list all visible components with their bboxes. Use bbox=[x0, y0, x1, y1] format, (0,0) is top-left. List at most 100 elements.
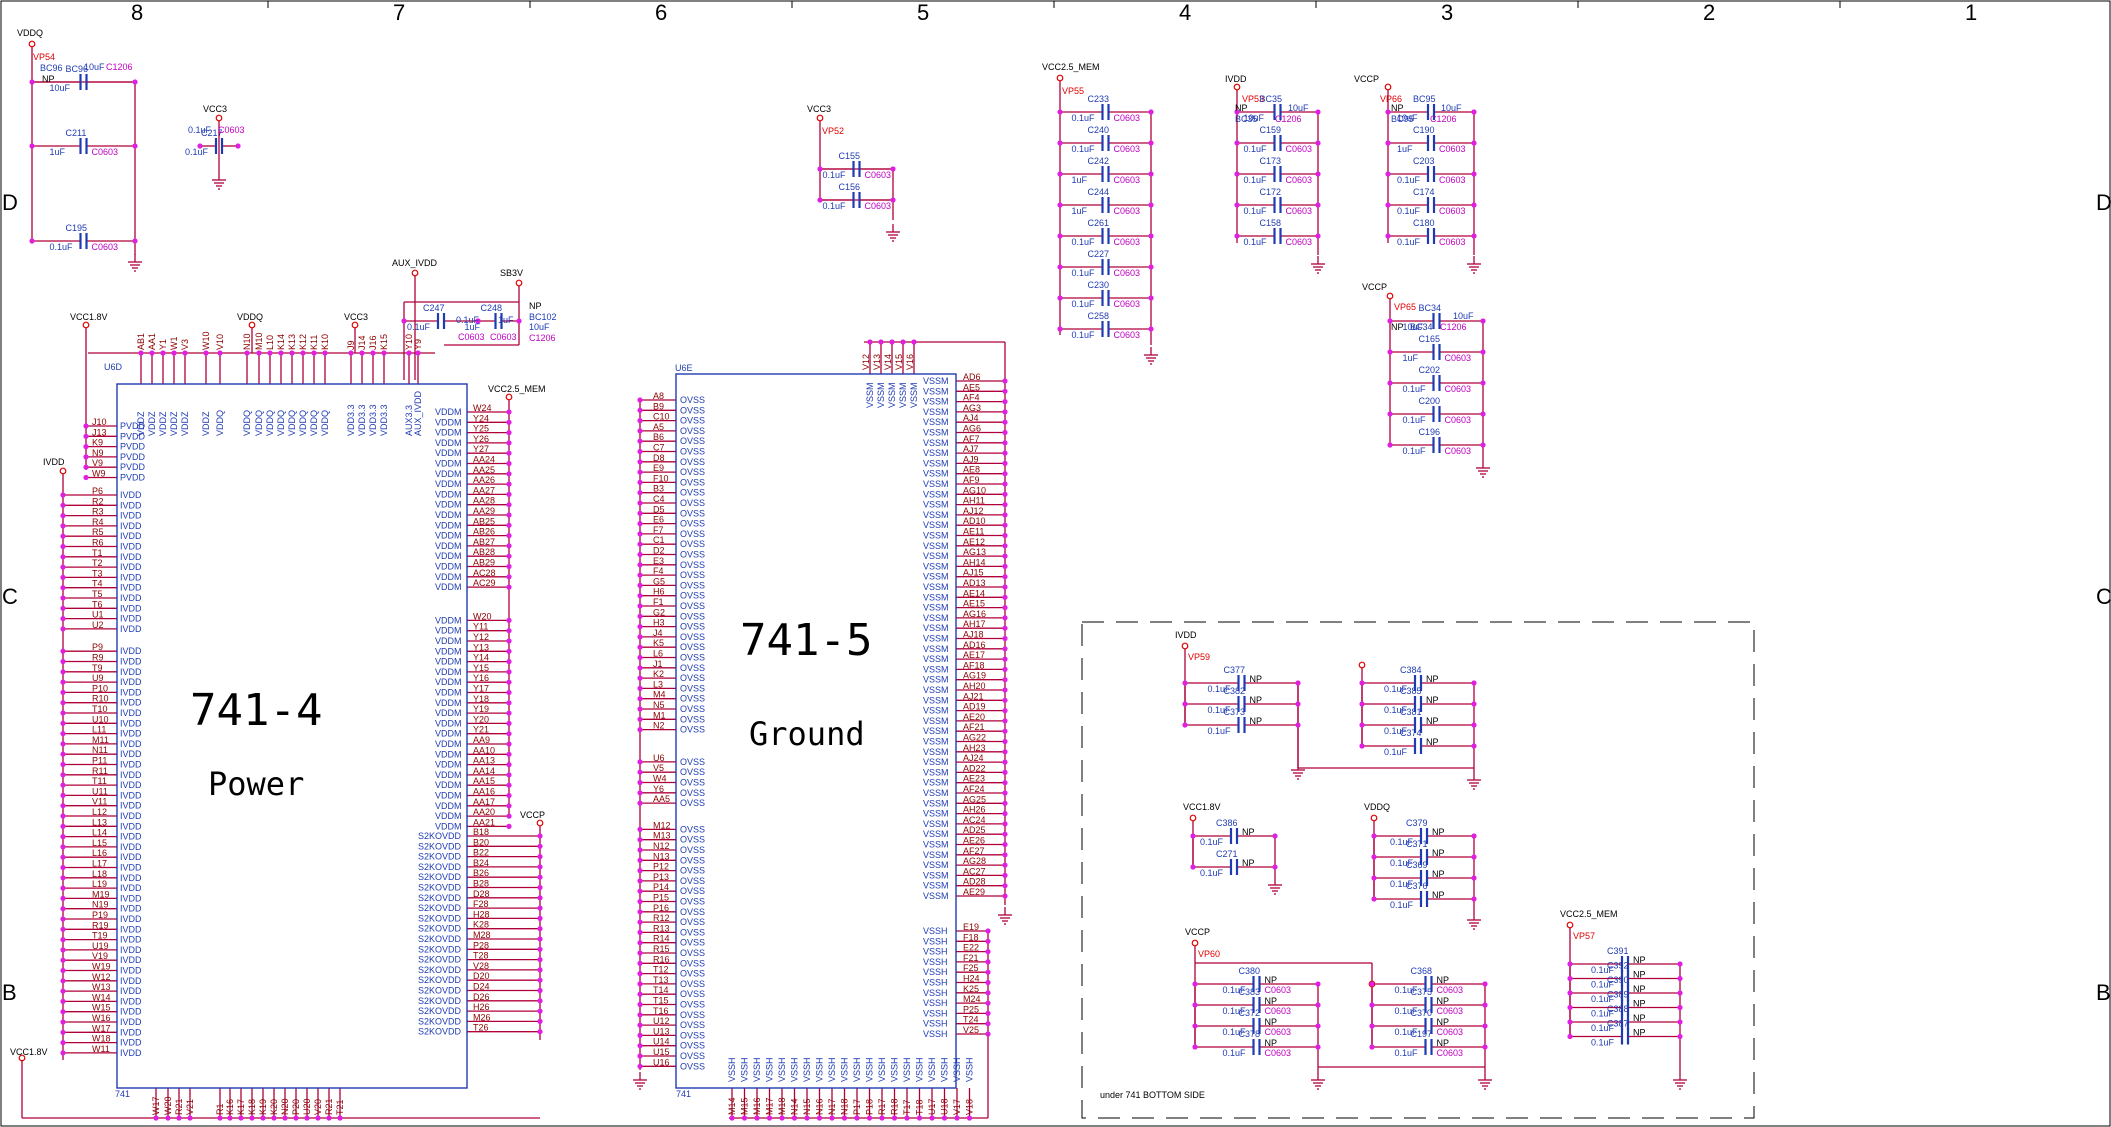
pin-name: S2KOVDD bbox=[418, 852, 462, 862]
rail-label: AUX_IVDD bbox=[392, 258, 438, 268]
pin-name: OVSS bbox=[680, 855, 705, 865]
power-port bbox=[18, 1054, 26, 1062]
pin-name: OVSS bbox=[680, 938, 705, 948]
pin-number: U13 bbox=[653, 1026, 670, 1036]
junction-dot bbox=[311, 350, 317, 356]
pin-number: AA14 bbox=[473, 766, 495, 776]
pin-name: IVDD bbox=[120, 677, 142, 687]
pin-name: VSSM bbox=[923, 386, 949, 396]
chip-ref: U6E bbox=[675, 363, 693, 373]
pin-name: VDD3.3 bbox=[357, 404, 367, 436]
junction-dot bbox=[985, 969, 991, 975]
pin-name: VSSH bbox=[923, 936, 948, 946]
rail-label: VCCP bbox=[520, 810, 545, 820]
pin-number: T12 bbox=[653, 965, 669, 975]
pin-number: M18 bbox=[777, 1097, 787, 1115]
junction-dot bbox=[1148, 109, 1154, 115]
pin-number: AG3 bbox=[963, 403, 981, 413]
cap-ref: BC35 bbox=[1235, 114, 1258, 124]
zone-row-label-left: D bbox=[2, 190, 18, 215]
cap-ref: C373 bbox=[1224, 707, 1246, 717]
junction-dot bbox=[817, 166, 823, 172]
junction-dot bbox=[1234, 171, 1240, 177]
pin-number: R15 bbox=[653, 944, 670, 954]
pin-name: VDDM bbox=[435, 770, 462, 780]
junction-dot bbox=[60, 978, 66, 984]
pin-number: AA26 bbox=[473, 475, 495, 485]
pin-name: VDDM bbox=[435, 489, 462, 499]
cap-value: 0.1uF bbox=[1208, 705, 1232, 715]
pin-number: AA20 bbox=[473, 807, 495, 817]
pin-number: M19 bbox=[92, 889, 110, 899]
junction-dot bbox=[537, 864, 543, 870]
junction-dot bbox=[187, 1115, 193, 1121]
power-port bbox=[1056, 74, 1064, 82]
pin-number: P13 bbox=[653, 872, 669, 882]
pin-number: AH11 bbox=[963, 496, 985, 506]
junction-dot bbox=[1002, 831, 1008, 837]
rail-label: VDDQ bbox=[237, 312, 263, 322]
junction-dot bbox=[83, 464, 89, 470]
junction-dot bbox=[60, 554, 66, 560]
pin-number: P9 bbox=[92, 642, 103, 652]
junction-dot bbox=[537, 895, 543, 901]
pin-name: OVSS bbox=[680, 642, 705, 652]
cap-ref: BC96 bbox=[40, 63, 63, 73]
pin-name: VDDM bbox=[435, 428, 462, 438]
pin-number: P19 bbox=[92, 910, 108, 920]
junction-dot bbox=[1387, 349, 1393, 355]
junction-dot bbox=[506, 471, 512, 477]
cap-value: 1uF bbox=[50, 147, 66, 157]
cap-package: C0603 bbox=[1114, 206, 1141, 216]
junction-dot bbox=[506, 491, 512, 497]
cap-ref: C381 bbox=[1400, 707, 1422, 717]
cap-package: C0603 bbox=[865, 170, 892, 180]
cap-package: C0603 bbox=[1445, 353, 1472, 363]
cap-value: 0.1uF bbox=[50, 242, 74, 252]
pin-name: S2KOVDD bbox=[418, 996, 462, 1006]
junction-dot bbox=[176, 1115, 182, 1121]
pin-number: Y21 bbox=[473, 725, 489, 735]
cap-value: 0.1uF bbox=[188, 125, 212, 135]
pin-number: Y19 bbox=[473, 704, 489, 714]
power-port bbox=[82, 321, 90, 329]
junction-dot bbox=[282, 1115, 288, 1121]
pin-number: R2 bbox=[92, 496, 104, 506]
cap-ref: C374 bbox=[1400, 728, 1422, 738]
pin-name: VSSH bbox=[865, 1057, 875, 1082]
pin-name: VDDM bbox=[435, 438, 462, 448]
pin-number: L17 bbox=[92, 859, 107, 869]
junction-dot bbox=[217, 1115, 223, 1121]
junction-dot bbox=[889, 339, 895, 345]
cap-package: C1206 bbox=[1430, 114, 1457, 124]
power-port bbox=[1384, 83, 1392, 91]
cap-ref: C233 bbox=[1088, 94, 1110, 104]
junction-dot bbox=[1057, 326, 1063, 332]
pin-name: VSSM bbox=[923, 479, 949, 489]
power-port bbox=[1189, 814, 1197, 822]
junction-dot bbox=[1182, 722, 1188, 728]
pin-name: VSSM bbox=[898, 382, 908, 408]
junction-dot bbox=[537, 977, 543, 983]
pin-name: VSSH bbox=[827, 1057, 837, 1082]
pin-name: OVSS bbox=[680, 519, 705, 529]
pin-name: VDDM bbox=[435, 407, 462, 417]
pin-number: P20 bbox=[291, 1099, 301, 1115]
pin-name: IVDD bbox=[120, 1027, 142, 1037]
junction-dot bbox=[878, 339, 884, 345]
junction-dot bbox=[637, 613, 643, 619]
pin-name: VDDZ bbox=[147, 411, 157, 436]
cap-package: C0603 bbox=[92, 242, 119, 252]
junction-dot bbox=[506, 648, 512, 654]
pin-number: D26 bbox=[473, 992, 490, 1002]
pin-number: AF7 bbox=[963, 434, 980, 444]
cap-value: 0.1uF bbox=[1244, 237, 1268, 247]
cap-package: C0603 bbox=[1114, 268, 1141, 278]
junction-dot bbox=[637, 950, 643, 956]
chip-body-u6d bbox=[116, 383, 468, 1089]
pin-number: AA24 bbox=[473, 455, 495, 465]
pin-name: IVDD bbox=[120, 562, 142, 572]
pin-number: M28 bbox=[473, 930, 491, 940]
junction-dot bbox=[985, 938, 991, 944]
pin-number: V28 bbox=[473, 961, 489, 971]
